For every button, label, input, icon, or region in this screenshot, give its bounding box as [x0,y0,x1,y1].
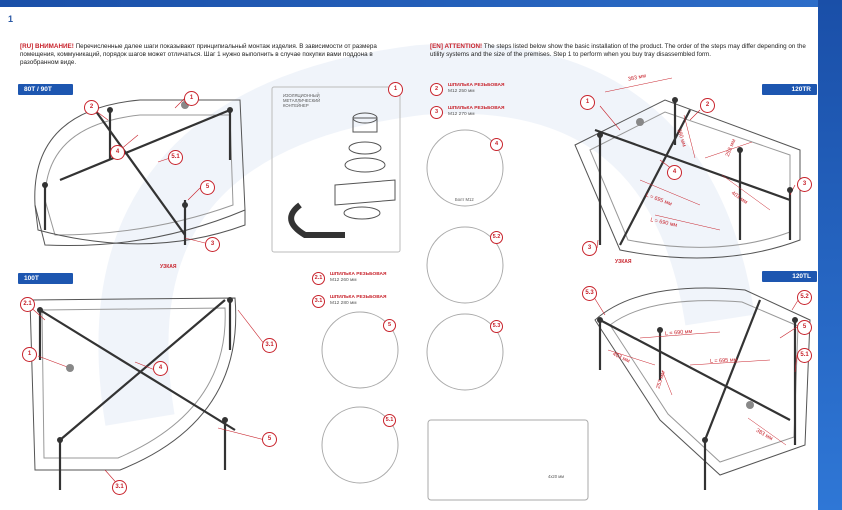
part-3-1-name: ШПИЛЬКА РЕЗЬБОВАЯ [330,295,387,300]
intro-ru-text: Перечисленные далее шаги показывают прин… [20,43,377,67]
callout-2-1b: 2.1 [312,272,325,285]
callout-4b: 4 [153,361,168,376]
callout-5-1: 5.1 [168,150,183,165]
callout-3: 3 [205,237,220,252]
callout-3d: 3 [582,241,597,256]
callout-5-2b: 5.2 [797,290,812,305]
callout-4d: 4 [667,165,682,180]
tag-120tr: 120TR [762,84,817,95]
tag-120tl: 120TL [762,271,817,282]
callout-2c: 2 [700,98,715,113]
tray-120tr-inner [589,111,791,248]
callout-2: 2 [84,100,99,115]
callout-5-3b: 5.3 [582,286,597,301]
tray-80t-rim [34,204,246,245]
callout-5d: 5 [797,320,812,335]
intro-en: [EN] ATTENTION! The steps listed below s… [430,43,815,59]
callout-4: 4 [110,145,125,160]
callout-1b: 1 [22,347,37,362]
part-3-size: М12 270 мм [448,112,475,117]
leg-feet [37,97,798,443]
frame-120tl [598,299,797,490]
part-3-name: ШПИЛЬКА РЕЗЬБОВАЯ [448,106,505,111]
part-2-1-name: ШПИЛЬКА РЕЗЬБОВАЯ [330,272,387,277]
label-narrow-2: УЗКАЯ [615,259,632,265]
tray-120tl [594,287,811,476]
tray-80t-inner [44,114,234,236]
detail-circles-mid [321,129,589,501]
callout-4c: 4 [490,138,503,151]
intro-ru-lead: [RU] ВНИМАНИЕ! [20,43,74,50]
callout-5c: 5 [383,319,396,332]
callout-5-2: 5.2 [490,231,503,244]
callout-1d: 1 [580,95,595,110]
right-accent-bar [818,0,842,510]
drain-note: ИЗОЛЯЦИОННЫЙ МЕТАЛЛИЧЕСКИЙ КОНТЕЙНЕР [283,93,321,108]
intro-en-text: The steps listed below show the basic in… [430,43,806,59]
frame-100t [38,299,236,490]
callout-3c: 3 [797,177,812,192]
frame-80t [43,108,232,245]
frame-120tr [594,100,792,246]
part-3-1-size: М12 280 мм [330,301,357,306]
callout-5: 5 [200,180,215,195]
label-narrow: УЗКАЯ [160,264,177,270]
dimension-lines [604,77,787,446]
page-number: 1 [8,14,14,24]
label-washer: 4х20 мм [548,474,565,479]
callout-2b: 2 [430,83,443,96]
leader-lines [27,97,801,488]
callout-1: 1 [184,91,199,106]
part-2-1-size: М12 260 мм [330,278,357,283]
callout-3-1c: 3.1 [312,295,325,308]
callout-2-1: 2.1 [20,297,35,312]
tag-100t: 100T [18,273,73,284]
callout-5-1c: 5.1 [797,348,812,363]
drain-exploded [271,86,401,253]
tray-100t [29,297,237,471]
tray-100t-inner [41,307,226,459]
tag-80t-90t: 80T / 90T [18,84,73,95]
callout-3-1b: 3.1 [112,480,127,495]
callout-1c: 1 [388,82,403,97]
intro-ru: [RU] ВНИМАНИЕ! Перечисленные далее шаги … [20,43,405,68]
callout-5-1b: 5.1 [383,414,396,427]
callout-3-1: 3.1 [262,338,277,353]
tray-120tr [574,99,801,259]
callout-3b: 3 [430,106,443,119]
callout-5b: 5 [262,432,277,447]
intro-en-lead: [EN] ATTENTION! [430,43,483,50]
top-accent-bar [0,0,842,7]
label-bolt: Болт М12 [455,197,474,202]
part-2-size: М12 250 мм [448,89,475,94]
callout-5-3: 5.3 [490,320,503,333]
part-2-name: ШПИЛЬКА РЕЗЬБОВАЯ [448,83,505,88]
